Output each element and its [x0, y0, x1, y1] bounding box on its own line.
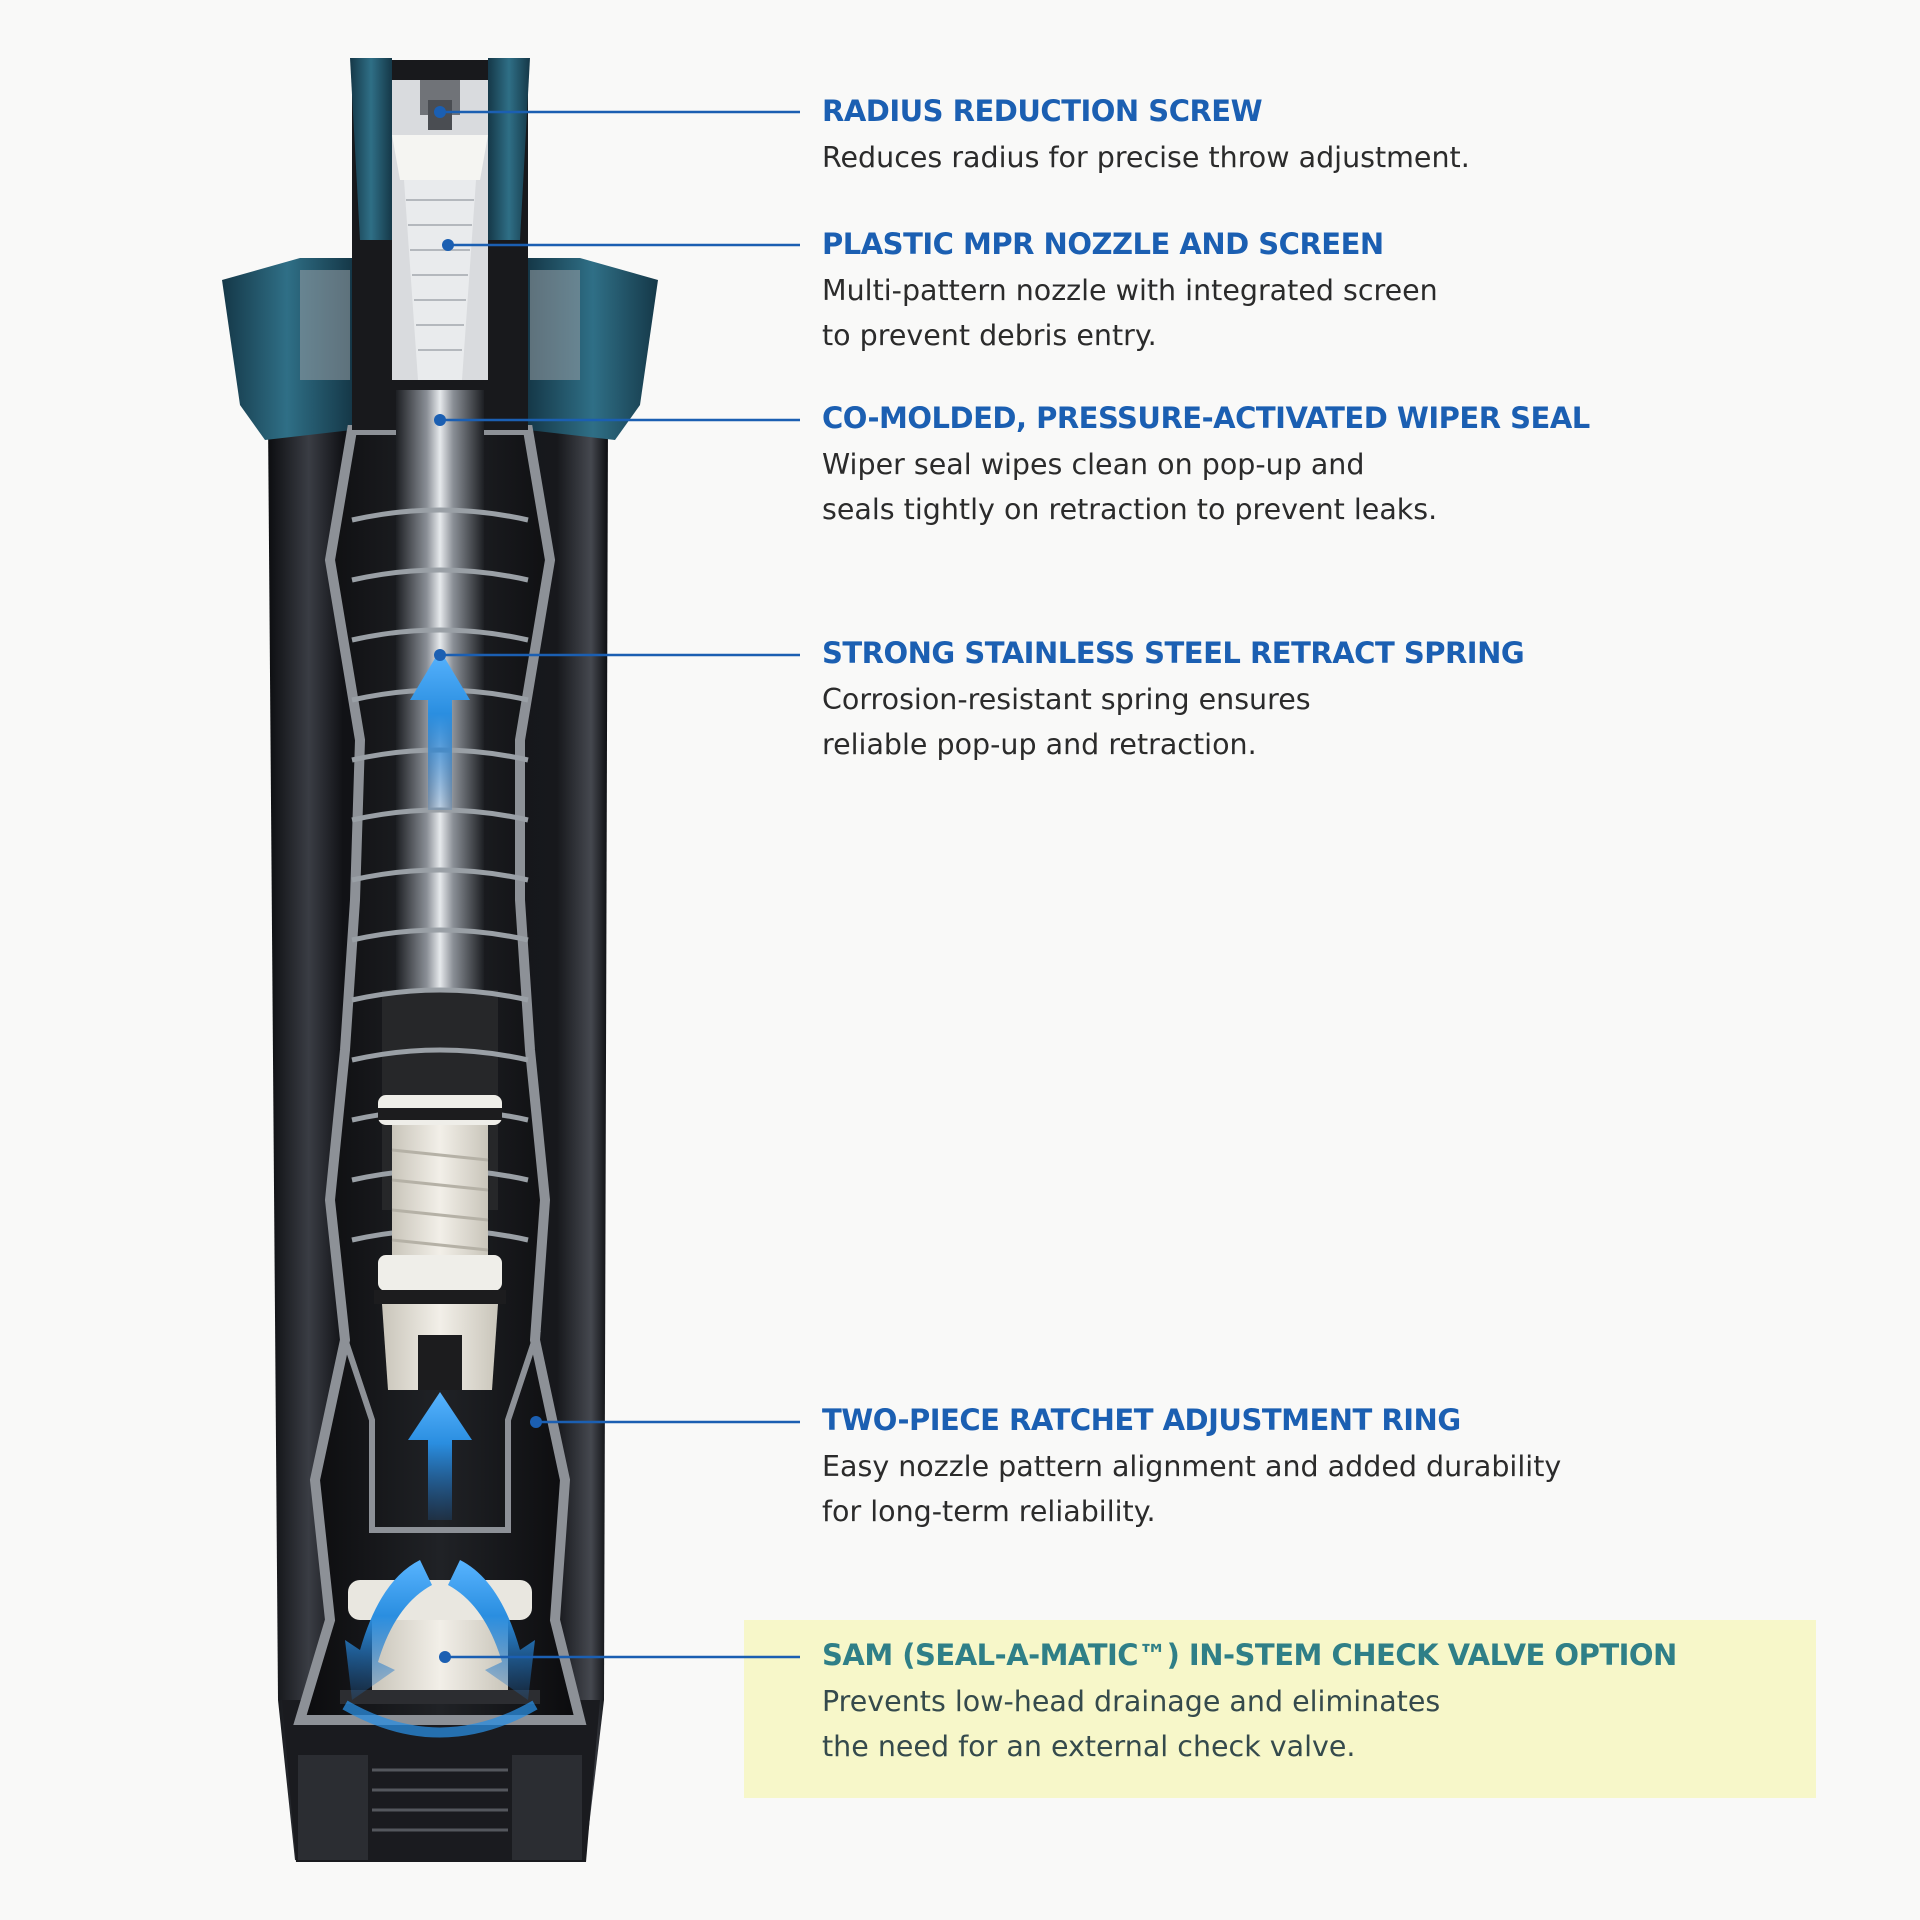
callout-description: Multi-pattern nozzle with integrated scr… — [822, 268, 1822, 358]
callout-line: seals tightly on retraction to prevent l… — [822, 493, 1438, 526]
callout-title: RADIUS REDUCTION SCREW — [822, 94, 1263, 128]
callout-line: Easy nozzle pattern alignment and added … — [822, 1450, 1562, 1483]
callout-line: Corrosion-resistant spring ensures — [822, 683, 1311, 716]
callout-line: for long-term reliability. — [822, 1495, 1156, 1528]
water-flow-arrows — [342, 650, 538, 1738]
check-valve-assembly — [374, 1095, 506, 1390]
callout-description: Reduces radius for precise throw adjustm… — [822, 135, 1822, 180]
callout-line: Wiper seal wipes clean on pop-up and — [822, 448, 1365, 481]
callout-line: to prevent debris entry. — [822, 319, 1157, 352]
callout-title: PLASTIC MPR NOZZLE AND SCREEN — [822, 227, 1384, 261]
callout-mpr-nozzle-screen: PLASTIC MPR NOZZLE AND SCREEN Multi-patt… — [822, 226, 1822, 358]
callout-line: Multi-pattern nozzle with integrated scr… — [822, 274, 1438, 307]
callout-description: Prevents low-head drainage and eliminate… — [822, 1679, 1822, 1769]
callout-title: CO-MOLDED, PRESSURE-ACTIVATED WIPER SEAL — [822, 401, 1590, 435]
callout-retract-spring: STRONG STAINLESS STEEL RETRACT SPRING Co… — [822, 635, 1822, 767]
leader-lines — [440, 110, 800, 1659]
callout-line: Prevents low-head drainage and eliminate… — [822, 1685, 1441, 1718]
callout-ratchet-ring: TWO-PIECE RATCHET ADJUSTMENT RING Easy n… — [822, 1402, 1822, 1534]
ratchet-ring — [339, 1329, 541, 1533]
callout-description: Wiper seal wipes clean on pop-up and sea… — [822, 442, 1822, 532]
sam-highlight-box — [744, 1620, 1816, 1798]
callout-title: STRONG STAINLESS STEEL RETRACT SPRING — [822, 636, 1525, 670]
callout-wiper-seal: CO-MOLDED, PRESSURE-ACTIVATED WIPER SEAL… — [822, 400, 1822, 532]
callout-sam-check-valve: SAM (SEAL-A-MATIC™) IN-STEM CHECK VALVE … — [822, 1637, 1822, 1769]
callout-radius-reduction-screw: RADIUS REDUCTION SCREW Reduces radius fo… — [822, 93, 1822, 180]
nozzle-screen — [392, 135, 488, 380]
callout-title: TWO-PIECE RATCHET ADJUSTMENT RING — [822, 1403, 1461, 1437]
leader-dots — [434, 106, 542, 1663]
callout-description: Easy nozzle pattern alignment and added … — [822, 1444, 1822, 1534]
body-cap — [222, 258, 658, 440]
callout-line: reliable pop-up and retraction. — [822, 728, 1257, 761]
callout-line: the need for an external check valve. — [822, 1730, 1356, 1763]
callout-line: Reduces radius for precise throw adjustm… — [822, 141, 1470, 174]
callout-description: Corrosion-resistant spring ensures relia… — [822, 677, 1822, 767]
callout-title: SAM (SEAL-A-MATIC™) IN-STEM CHECK VALVE … — [822, 1638, 1677, 1672]
